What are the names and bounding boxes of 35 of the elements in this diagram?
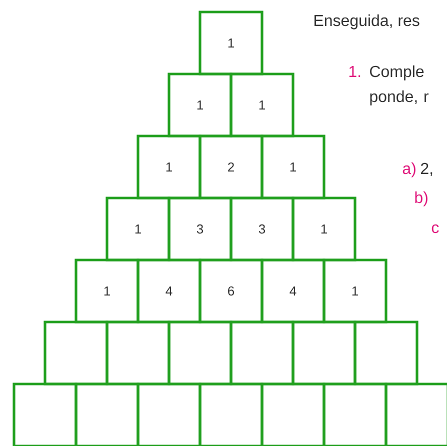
- paragraph-text: Enseguida, res: [314, 14, 420, 30]
- number-cell: 3: [168, 196, 232, 262]
- question-text: Comple ponde, r: [370, 65, 429, 106]
- item-text: 2,: [421, 162, 432, 176]
- number-cell: 1: [230, 72, 294, 138]
- item-letter: a): [402, 162, 416, 178]
- empty-cell: [12, 382, 78, 446]
- number-cell: 4: [136, 258, 202, 324]
- empty-cell: [198, 382, 264, 446]
- number-cell: 4: [260, 258, 326, 324]
- empty-cell: [74, 382, 140, 446]
- empty-cell: [260, 382, 326, 446]
- number-cell: 6: [198, 258, 264, 324]
- number-cell: 1: [292, 196, 356, 262]
- empty-cell: [106, 320, 170, 386]
- number-cell: 1: [74, 258, 140, 324]
- number-cell: 2: [198, 134, 264, 200]
- question-number: 1.: [349, 66, 360, 77]
- number-cell: 1: [136, 134, 202, 200]
- number-cell: 3: [230, 196, 294, 262]
- number-cell: 1: [168, 72, 232, 138]
- empty-cell: [44, 320, 108, 386]
- number-cell: 1: [322, 258, 388, 324]
- empty-cell: [230, 320, 294, 386]
- empty-cell: [136, 382, 202, 446]
- number-cell: 1: [198, 10, 264, 76]
- empty-cell: [354, 320, 418, 386]
- empty-cell: [384, 382, 447, 446]
- number-cell: 1: [106, 196, 170, 262]
- item-letter: b): [415, 191, 428, 206]
- number-cell: 1: [260, 134, 326, 200]
- empty-cell: [322, 382, 388, 446]
- empty-cell: [292, 320, 356, 386]
- empty-cell: [168, 320, 232, 386]
- item-letter: c: [432, 224, 439, 234]
